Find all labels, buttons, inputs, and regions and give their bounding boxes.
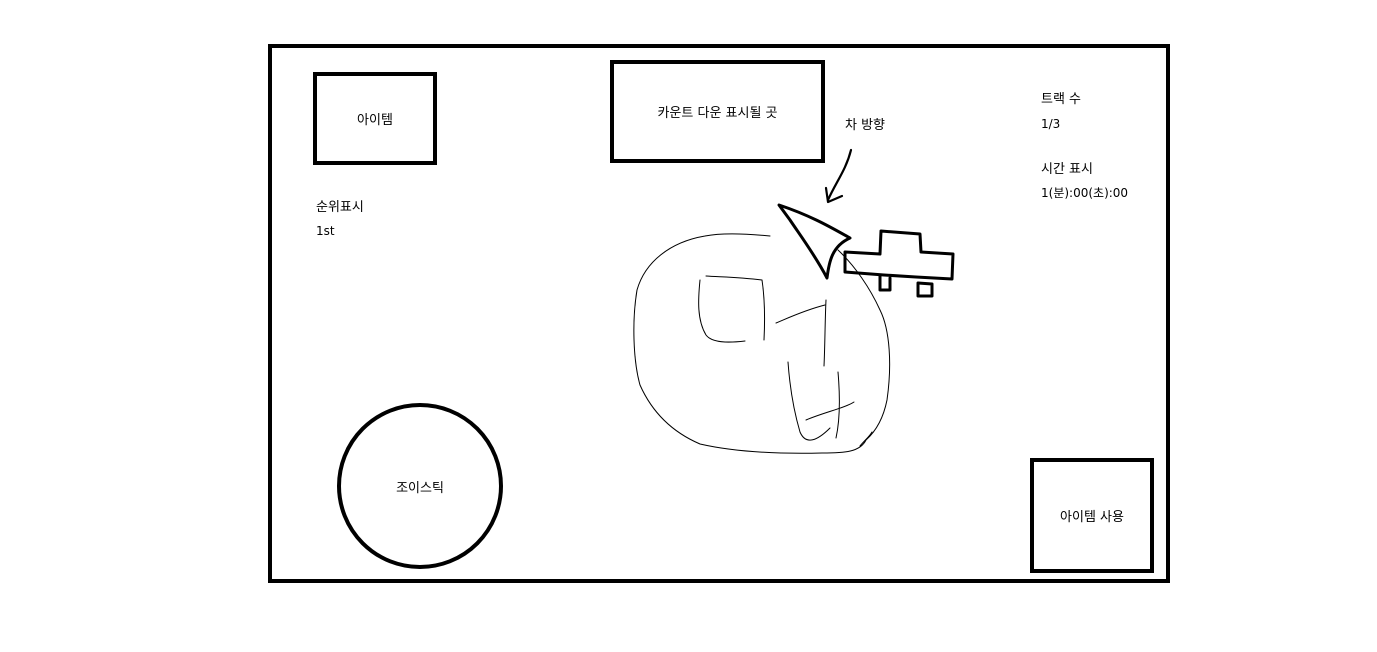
- joystick-label: 조이스틱: [396, 480, 444, 496]
- time-display-value: 1(분):00(초):00: [1041, 186, 1129, 200]
- use-item-label: 아이템 사용: [1060, 510, 1124, 525]
- track-count-title: 트랙 수: [1041, 92, 1082, 107]
- item-slot[interactable]: 아이템: [313, 72, 437, 165]
- countdown-label: 카운트 다운 표시될 곳: [657, 106, 778, 121]
- countdown-display: 카운트 다운 표시될 곳: [610, 60, 825, 163]
- joystick[interactable]: 조이스틱: [337, 403, 503, 569]
- track-count-value: 1/3: [1041, 117, 1061, 131]
- use-item-button[interactable]: 아이템 사용: [1030, 458, 1154, 573]
- rank-display-value: 1st: [316, 224, 335, 238]
- rank-display-title: 순위표시: [316, 200, 364, 215]
- car-direction-label: 차 방향: [845, 118, 886, 133]
- time-display-title: 시간 표시: [1041, 162, 1093, 177]
- game-screen-frame: [268, 44, 1170, 583]
- item-slot-label: 아이템: [357, 113, 393, 128]
